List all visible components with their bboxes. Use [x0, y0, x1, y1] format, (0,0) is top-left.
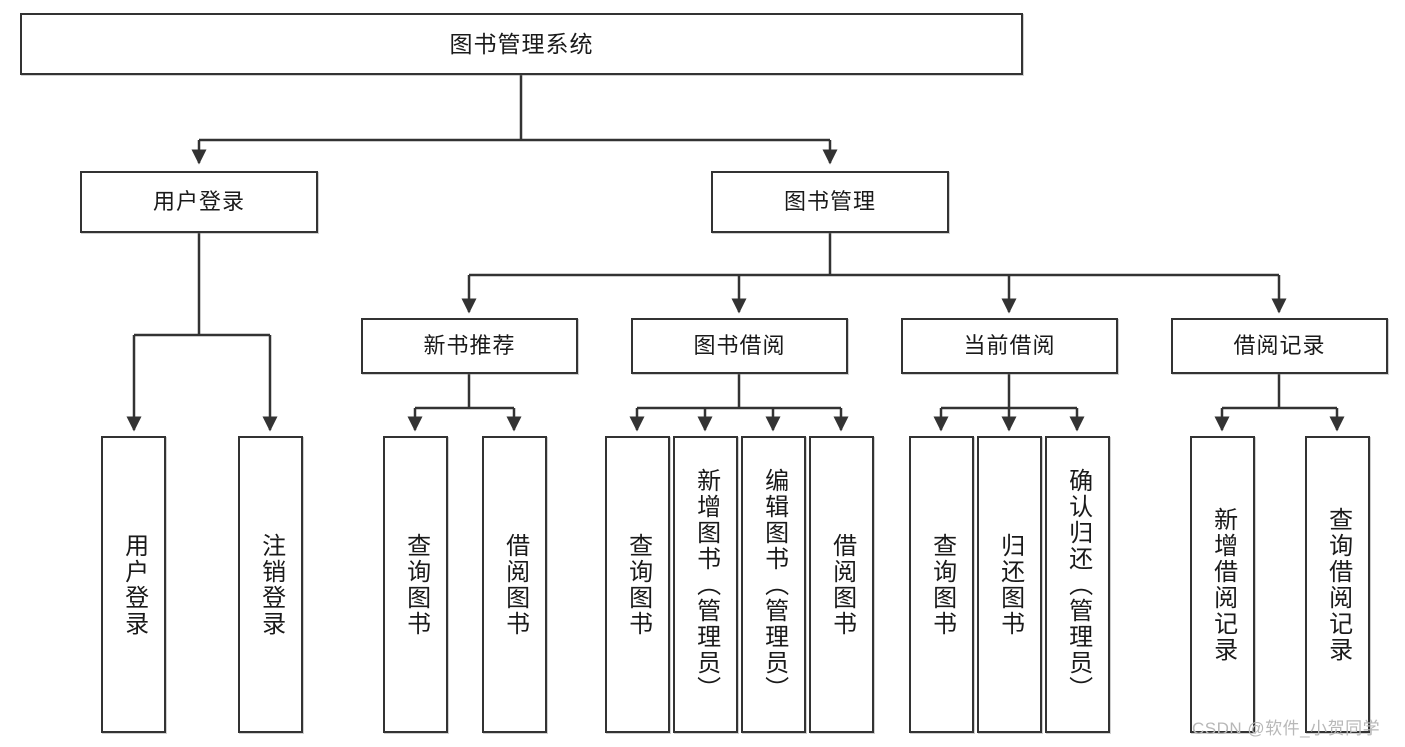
node-leaf-confirm-return-admin[interactable]: 确认归还（管理员） [1045, 436, 1110, 733]
node-leaf-add-borrow-record[interactable]: 新增借阅记录 [1190, 436, 1255, 733]
node-leaf-edit-book-admin[interactable]: 编辑图书（管理员） [741, 436, 806, 733]
node-leaf-borrow-book[interactable]: 借阅图书 [809, 436, 874, 733]
node-book-borrow[interactable]: 图书借阅 [631, 318, 848, 374]
node-leaf-add-book-admin[interactable]: 新增图书（管理员） [673, 436, 738, 733]
node-user-login[interactable]: 用户登录 [80, 171, 318, 233]
node-current-borrow-label: 当前借阅 [963, 332, 1056, 358]
node-leaf-edit-book-admin-label: 编辑图书（管理员） [760, 467, 788, 702]
node-leaf-newbook-borrow-book[interactable]: 借阅图书 [482, 436, 547, 733]
node-book-management-label: 图书管理 [783, 188, 876, 214]
node-book-management[interactable]: 图书管理 [711, 171, 949, 233]
node-leaf-query-borrow-record[interactable]: 查询借阅记录 [1305, 436, 1370, 733]
node-leaf-confirm-return-admin-label: 确认归还（管理员） [1064, 467, 1092, 702]
node-leaf-newbook-borrow-book-label: 借阅图书 [501, 532, 529, 637]
node-current-borrow[interactable]: 当前借阅 [901, 318, 1118, 374]
node-leaf-user-login-label: 用户登录 [120, 532, 148, 637]
node-new-book-recommend-label: 新书推荐 [423, 332, 516, 358]
node-leaf-newbook-query-book[interactable]: 查询图书 [383, 436, 448, 733]
node-leaf-current-query-book-label: 查询图书 [928, 532, 956, 637]
node-root-system-label: 图书管理系统 [449, 30, 594, 57]
node-leaf-return-book[interactable]: 归还图书 [977, 436, 1042, 733]
node-leaf-user-login[interactable]: 用户登录 [101, 436, 166, 733]
node-root-system[interactable]: 图书管理系统 [20, 13, 1023, 75]
node-leaf-logout-label: 注销登录 [257, 532, 285, 637]
node-new-book-recommend[interactable]: 新书推荐 [361, 318, 578, 374]
node-leaf-add-book-admin-label: 新增图书（管理员） [692, 467, 720, 702]
node-leaf-borrow-book-label: 借阅图书 [828, 532, 856, 637]
node-leaf-query-borrow-record-label: 查询借阅记录 [1324, 506, 1352, 663]
node-leaf-return-book-label: 归还图书 [996, 532, 1024, 637]
node-book-borrow-label: 图书借阅 [693, 332, 786, 358]
node-leaf-current-query-book[interactable]: 查询图书 [909, 436, 974, 733]
node-leaf-newbook-query-book-label: 查询图书 [402, 532, 430, 637]
node-leaf-borrow-query-book-label: 查询图书 [624, 532, 652, 637]
node-leaf-logout[interactable]: 注销登录 [238, 436, 303, 733]
node-borrow-record-label: 借阅记录 [1233, 332, 1326, 358]
node-leaf-borrow-query-book[interactable]: 查询图书 [605, 436, 670, 733]
node-leaf-add-borrow-record-label: 新增借阅记录 [1209, 506, 1237, 663]
node-borrow-record[interactable]: 借阅记录 [1171, 318, 1388, 374]
node-user-login-label: 用户登录 [152, 188, 245, 214]
